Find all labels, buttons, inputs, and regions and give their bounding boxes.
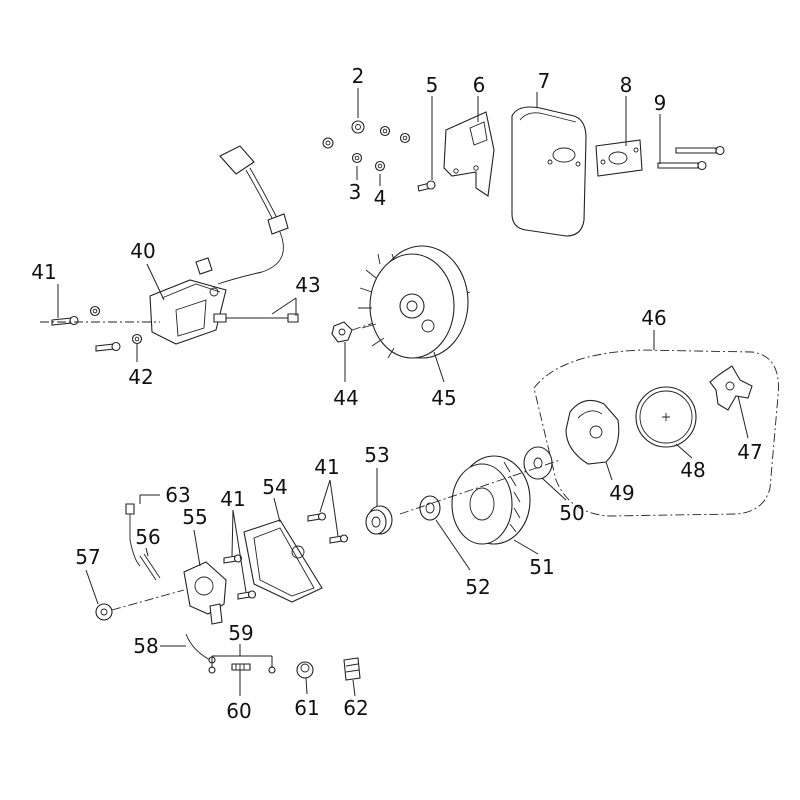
- callout-63: 63: [165, 483, 190, 507]
- callout-43: 43: [295, 273, 320, 297]
- callout-52: 52: [465, 575, 490, 599]
- callout-58: 58: [133, 634, 158, 658]
- callout-8: 8: [620, 73, 633, 97]
- part-45-flywheel: [358, 245, 469, 359]
- callout-40: 40: [130, 239, 155, 263]
- part-44-nut: [331, 321, 353, 343]
- part-41-screws-bottom: [223, 512, 349, 600]
- callout-47: 47: [737, 440, 762, 464]
- callout-6: 6: [473, 73, 486, 97]
- callout-51: 51: [529, 555, 554, 579]
- part-63-hose: [125, 503, 141, 567]
- callout-5: 5: [426, 73, 439, 97]
- part-61-plug: [296, 661, 314, 679]
- callout-45: 45: [431, 386, 456, 410]
- part-6-bracket: [443, 111, 495, 197]
- group-46-outline: [533, 349, 779, 517]
- part-48-spring: [635, 386, 697, 448]
- part-7-muffler: [511, 106, 587, 237]
- part-62-filter: [343, 657, 361, 681]
- part-58-hose: [185, 633, 216, 664]
- part-43-wire: [213, 313, 299, 323]
- callout-60: 60: [226, 699, 251, 723]
- part-9-bolts: [657, 145, 725, 171]
- callout-62: 62: [343, 696, 368, 720]
- callout-41-left: 41: [31, 260, 56, 284]
- part-5-screw: [417, 180, 436, 192]
- part-54-cover-plate: [243, 519, 323, 603]
- part-55-oil-pump: [183, 561, 227, 625]
- part-8-gasket: [595, 139, 643, 177]
- callout-44: 44: [333, 386, 358, 410]
- part-4-washer: [374, 160, 386, 172]
- part-49-clutch-shoes: [565, 399, 620, 465]
- callout-61: 61: [294, 696, 319, 720]
- part-42-nuts: [89, 305, 143, 345]
- callout-54: 54: [262, 475, 287, 499]
- callout-2: 2: [352, 64, 365, 88]
- callout-7: 7: [538, 69, 551, 93]
- callout-56: 56: [135, 525, 160, 549]
- callout-49: 49: [609, 481, 634, 505]
- callout-41-mid: 41: [314, 455, 339, 479]
- callout-3: 3: [349, 180, 362, 204]
- part-51-drum: [451, 455, 531, 545]
- callout-50: 50: [559, 501, 584, 525]
- part-nut-small-a: [322, 137, 334, 149]
- callout-53: 53: [364, 443, 389, 467]
- part-washer-small: [399, 132, 411, 144]
- part-3-nut: [351, 152, 363, 164]
- part-56-hose: [139, 553, 161, 581]
- axis-line-drum: [399, 459, 561, 515]
- callout-4: 4: [374, 186, 387, 210]
- axis-line-pump: [111, 589, 185, 611]
- part-47-spider: [709, 365, 753, 411]
- part-53-worm-gear: [365, 505, 393, 535]
- part-41-screws-left: [51, 315, 121, 352]
- callout-labels: 2 3 4 5 6 7 8 9 40 41 42 43 44 45 46 47 …: [31, 64, 762, 723]
- part-nut-small-b: [379, 125, 391, 137]
- callout-42: 42: [128, 365, 153, 389]
- callout-9: 9: [654, 91, 667, 115]
- callout-59: 59: [228, 621, 253, 645]
- part-50-washer: [523, 446, 553, 480]
- part-40-ignition-coil: [149, 145, 289, 345]
- callout-48: 48: [680, 458, 705, 482]
- part-52-bearing: [419, 495, 441, 521]
- part-2-nut: [351, 120, 365, 134]
- callout-55: 55: [182, 505, 207, 529]
- callout-46: 46: [641, 306, 666, 330]
- callout-41-bottom: 41: [220, 487, 245, 511]
- part-57-seal: [95, 603, 113, 621]
- part-60-fitting: [231, 663, 251, 671]
- callout-57: 57: [75, 545, 100, 569]
- leader-lines: [57, 88, 749, 697]
